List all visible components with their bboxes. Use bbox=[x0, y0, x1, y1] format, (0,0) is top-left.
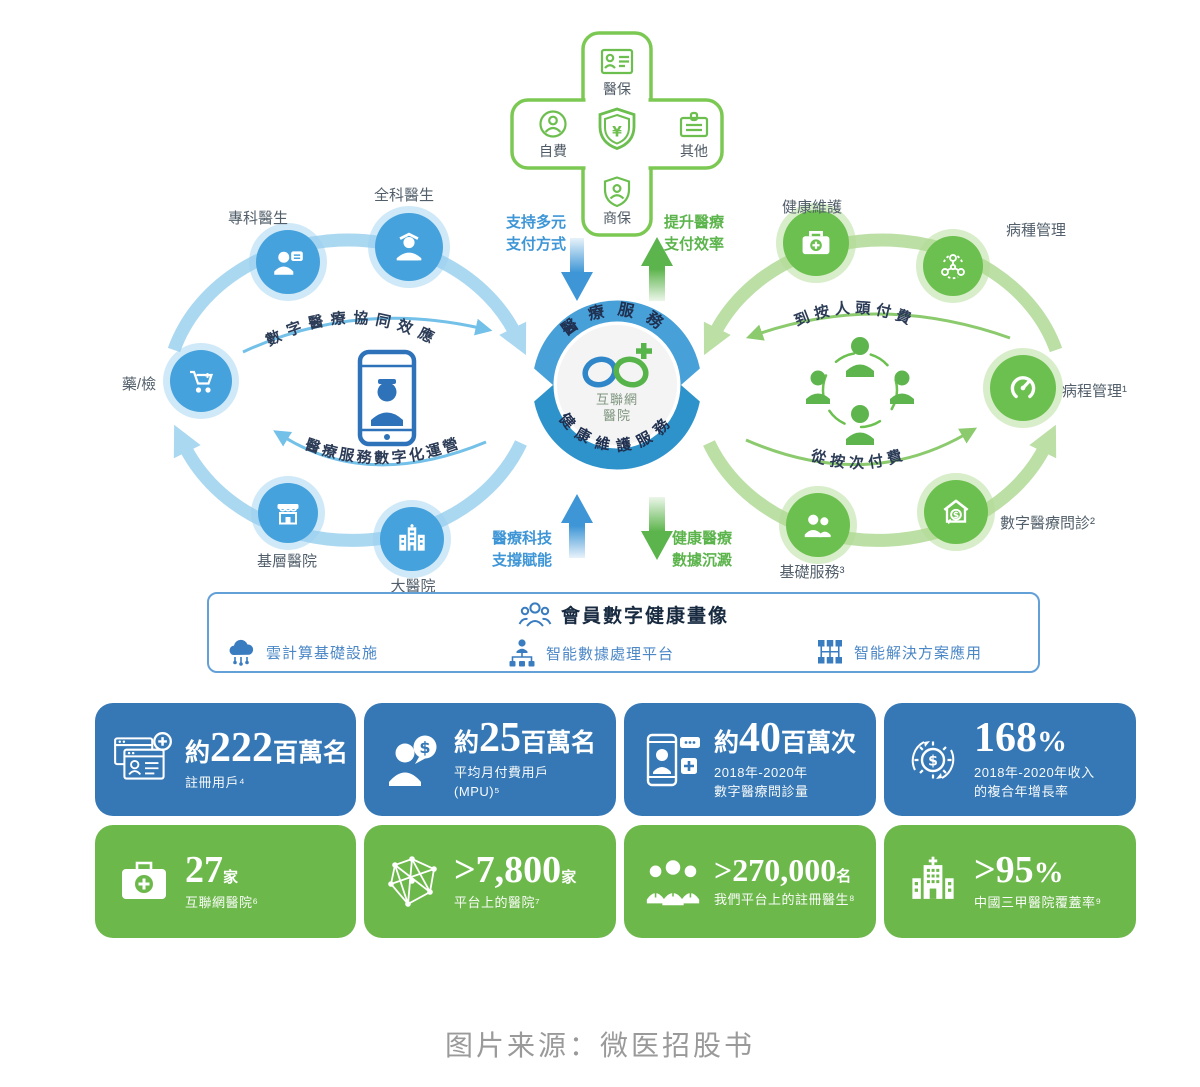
flow-tech-enable: 醫療科技支撐賦能 bbox=[491, 530, 552, 569]
commercial-insurance-icon bbox=[603, 176, 631, 208]
stat-card-mpu: $ 約25百萬名 平均月付費用戶(MPU)⁵ bbox=[364, 703, 617, 816]
cross-right-label: 其他 bbox=[680, 143, 708, 159]
member-item-solutions: 智能解決方案應用 bbox=[815, 638, 982, 666]
self-pay-icon bbox=[539, 110, 567, 138]
label-specialist-doctor: 專科醫生 bbox=[227, 210, 289, 227]
image-source-caption: 图片来源：微医招股书 bbox=[444, 1030, 755, 1061]
member-item-data-platform: 智能數據處理平台 bbox=[507, 638, 674, 668]
label-general-practitioner: 全科醫生 bbox=[373, 187, 435, 204]
right-arc-bottom-text: 從按次付費 bbox=[808, 445, 909, 472]
stat-card-platform-hospitals: >7,800家 平台上的醫院⁷ bbox=[364, 825, 617, 938]
stat-card-internet-hospitals: 27家 互聯網醫院⁶ bbox=[95, 825, 357, 938]
flow-pay-efficiency: 提升醫療支付效率 bbox=[663, 214, 724, 253]
member-bar-title-row: 會員數字健康畫像 bbox=[209, 600, 1038, 628]
network-polyhedron-icon bbox=[376, 853, 450, 911]
svg-text:$: $ bbox=[928, 753, 938, 769]
label-disease-management: 病種管理 bbox=[1005, 222, 1067, 239]
payment-cross-outline bbox=[510, 31, 724, 237]
flow-arrows bbox=[561, 237, 673, 560]
paying-user-icon: $ bbox=[376, 731, 450, 789]
medical-insurance-icon bbox=[600, 48, 634, 75]
node-specialist-doctor bbox=[256, 230, 320, 294]
arrow-up-blue bbox=[561, 494, 593, 558]
right-cycle-ring bbox=[703, 233, 1063, 547]
svg-text:$: $ bbox=[953, 511, 959, 521]
cloud-computing-icon bbox=[229, 639, 254, 666]
solutions-grid-icon bbox=[818, 640, 842, 664]
stat-card-registered-doctors: >270,000名 我們平台上的註冊醫生⁸ bbox=[624, 825, 876, 938]
node-course-management bbox=[990, 355, 1056, 421]
people-group-icon bbox=[806, 337, 914, 445]
left-cycle-ring bbox=[167, 233, 527, 547]
member-bar-title: 會員數字健康畫像 bbox=[560, 605, 729, 627]
label-health-maintenance: 健康維護 bbox=[781, 199, 843, 216]
flow-data-deposit: 健康醫療數據沉澱 bbox=[671, 530, 732, 569]
phone-doctor-icon bbox=[357, 349, 417, 447]
other-payment-icon bbox=[679, 111, 709, 138]
svg-text:¥: ¥ bbox=[612, 125, 622, 141]
cross-top-label: 醫保 bbox=[603, 81, 631, 97]
svg-text:$: $ bbox=[419, 738, 430, 757]
stat-card-registered-users: 約222百萬名 註冊用戶⁴ bbox=[95, 703, 357, 816]
member-item-data-platform-label: 智能數據處理平台 bbox=[546, 645, 675, 663]
label-primary-hospital: 基層醫院 bbox=[256, 553, 318, 570]
node-digital-consultation: $ bbox=[924, 480, 988, 544]
arrow-down-green bbox=[641, 497, 673, 560]
right-arc-top-text: 到按人頭付費 bbox=[792, 300, 918, 330]
label-basic-services: 基礎服務³ bbox=[779, 564, 845, 581]
revenue-growth-icon: $ bbox=[896, 731, 970, 789]
member-item-cloud: 雲計算基礎設施 bbox=[225, 638, 378, 666]
stat-card-cagr: $ 168% 2018年-2020年收入的複合年增長率 bbox=[884, 703, 1136, 816]
node-large-hospital bbox=[380, 507, 444, 571]
label-large-hospital: 大醫院 bbox=[390, 578, 436, 595]
node-basic-services bbox=[786, 493, 850, 557]
stat-card-consultations: 約40百萬次 2018年-2020年數字醫療問診量 bbox=[624, 703, 876, 816]
members-icon bbox=[518, 602, 552, 627]
first-aid-kit-icon bbox=[107, 853, 181, 911]
label-digital-consultation: 數字醫療問診² bbox=[1000, 515, 1095, 532]
stat-cards: 約222百萬名 註冊用戶⁴ $ 約25百萬名 平均月付費用戶(MPU)⁵ bbox=[95, 703, 1136, 938]
label-pharmacy-lab: 藥/檢 bbox=[121, 376, 157, 393]
left-arc-top-text: 數字醫療協同效應 bbox=[263, 309, 443, 350]
arrow-up-green bbox=[641, 237, 673, 301]
node-pharmacy-lab bbox=[170, 350, 232, 412]
cross-left-label: 自費 bbox=[539, 143, 567, 159]
digital-consultation-phone-icon bbox=[636, 731, 710, 789]
hospital-building-icon bbox=[896, 853, 970, 911]
member-item-solutions-label: 智能解決方案應用 bbox=[854, 644, 983, 662]
doctors-group-icon bbox=[636, 853, 710, 911]
stat-card-tertiary-coverage: >95% 中國三甲醫院覆蓋率⁹ bbox=[884, 825, 1136, 938]
node-general-practitioner bbox=[375, 213, 443, 281]
cross-bottom-label: 商保 bbox=[603, 210, 631, 226]
flow-pay-methods: 支持多元支付方式 bbox=[505, 214, 566, 253]
arrow-down-blue bbox=[561, 238, 593, 301]
member-item-cloud-label: 雲計算基礎設施 bbox=[266, 644, 379, 662]
member-portrait-bar: 會員數字健康畫像 雲計算基礎設施 智能數據處理平台 智能解決方案應用 bbox=[207, 592, 1040, 673]
node-disease-management bbox=[923, 236, 983, 296]
hub-center-label: 互聯網醫院 bbox=[595, 392, 638, 424]
node-health-maintenance bbox=[783, 210, 849, 276]
hub: 醫療服務 健康維護服務 bbox=[529, 299, 705, 470]
data-platform-icon bbox=[509, 639, 535, 667]
payment-shield-icon: ¥ bbox=[598, 107, 636, 150]
infinity-logo-icon bbox=[582, 343, 652, 388]
label-course-management: 病程管理¹ bbox=[1062, 383, 1127, 400]
node-primary-hospital bbox=[258, 483, 318, 543]
registered-users-icon bbox=[107, 731, 181, 789]
